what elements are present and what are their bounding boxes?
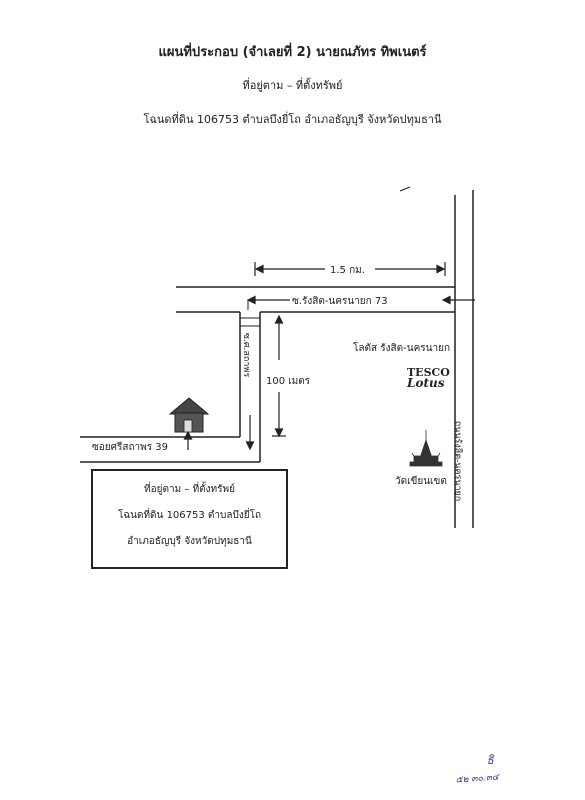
distance-label: 1.5 กม.	[330, 265, 365, 276]
dim-arrowhead-right	[436, 264, 446, 274]
main-road-label: ถนนรังสิต-นครนายก	[452, 420, 463, 502]
route-arrowhead-2	[246, 295, 256, 305]
temple-icon	[409, 430, 443, 467]
house-arrowhead	[183, 430, 193, 440]
info-line-2: โฉนดที่ดิน 106753 ตำบลบึงยี่โถ	[117, 510, 262, 521]
tesco-lotus-logo: TESCO Lotus	[407, 366, 450, 390]
temple-label: วัดเขียนเขต	[395, 476, 447, 487]
info-line-1: ที่อยู่ตาม – ที่ตั้งทรัพย์	[144, 484, 235, 495]
address-info-box: ที่อยู่ตาม – ที่ตั้งทรัพย์ โฉนดที่ดิน 10…	[91, 469, 288, 569]
distance-100-label: 100 เมตร	[266, 376, 311, 387]
info-line-3: อำเภอธัญบุรี จังหวัดปทุมธานี	[127, 536, 252, 547]
document-title: แผนที่ประกอบ (จำเลยที่ 2) นายณภัทร ทิพเน…	[158, 45, 427, 60]
house-icon	[168, 397, 210, 433]
top-arrow-mark	[399, 186, 411, 192]
deed-description: โฉนดที่ดิน 106753 ตำบลบึงยี่โถ อำเภอธัญบ…	[143, 113, 442, 126]
rangsit-soi-label: ซ.รังสิต-นครนายก 73	[292, 296, 388, 307]
handwritten-signature: ธิ ๕๒ ๓๐.๓๔	[455, 752, 500, 786]
soi39-label: ซอยศรีสถาพร 39	[92, 442, 169, 453]
dim100-arrowhead-bottom	[274, 428, 284, 438]
dim-arrowhead-left	[254, 264, 264, 274]
lotus-label: โลตัส รังสิต-นครนายก	[353, 343, 450, 354]
route-arrowhead	[441, 295, 451, 305]
document-subtitle: ที่อยู่ตาม – ที่ตั้งทรัพย์	[242, 79, 343, 92]
soi-arrowhead	[245, 441, 255, 451]
dim100-arrowhead-top	[274, 314, 284, 324]
vertical-soi-label: ซ.ศ.สถาพร	[241, 332, 252, 378]
